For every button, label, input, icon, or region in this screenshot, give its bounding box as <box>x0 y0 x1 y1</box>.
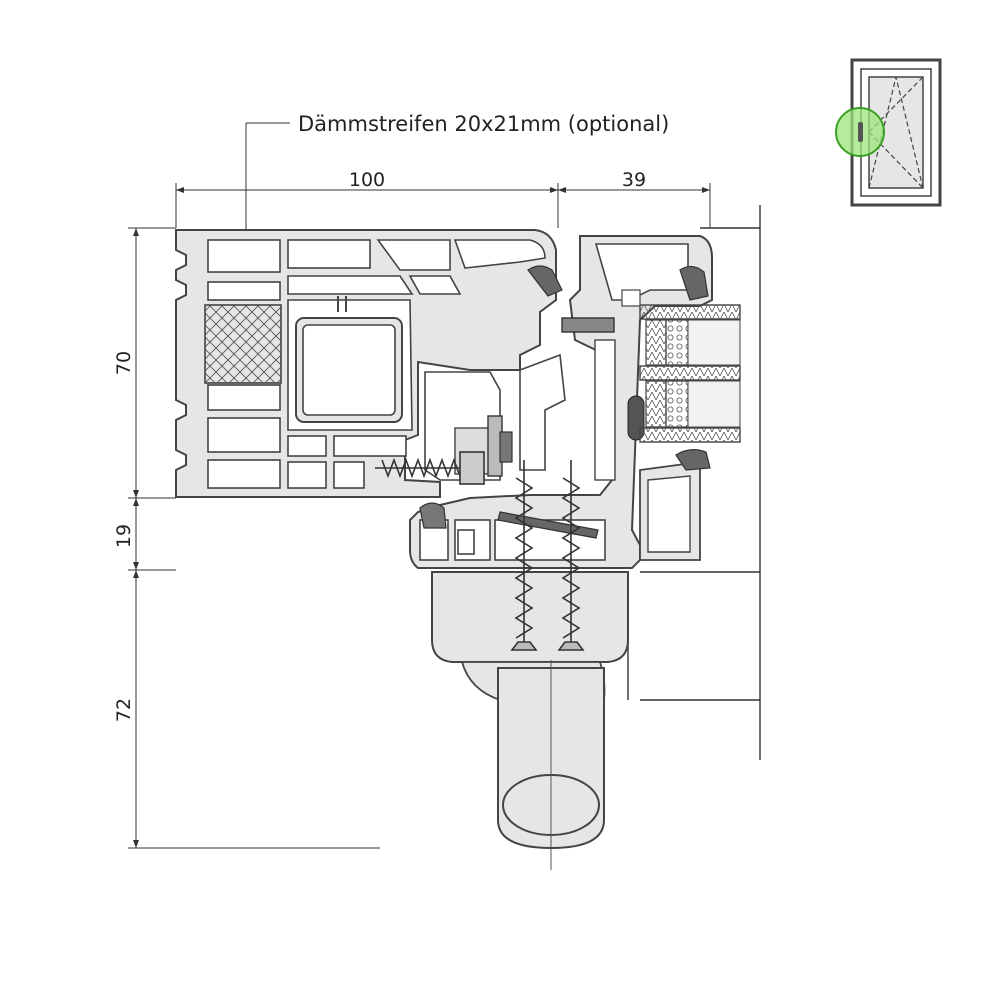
handle-screw-right <box>557 460 585 651</box>
gaskets <box>419 265 711 529</box>
frame-profile <box>175 229 557 498</box>
handle-screw-left <box>510 460 538 651</box>
frame-inner-chamber <box>424 317 616 481</box>
dimension-label-left-lower: 72 <box>113 698 135 722</box>
sash-profile <box>409 235 713 569</box>
callout-label: Dämmstreifen 20x21mm (optional) <box>298 112 669 136</box>
dimension-label-left-middle: 19 <box>113 524 135 548</box>
dimension-label-top-left: 100 <box>349 169 385 191</box>
dimension-label-left-upper: 70 <box>113 351 135 375</box>
dimension-label-top-right: 39 <box>622 169 646 191</box>
tilt-turn-window-icon <box>835 58 942 207</box>
glazing-unit <box>621 289 741 443</box>
hinge-screw-horizontal <box>375 451 485 485</box>
handle-lever <box>497 660 605 870</box>
dimension-arrows <box>133 187 710 848</box>
insulation-strip <box>204 304 282 384</box>
